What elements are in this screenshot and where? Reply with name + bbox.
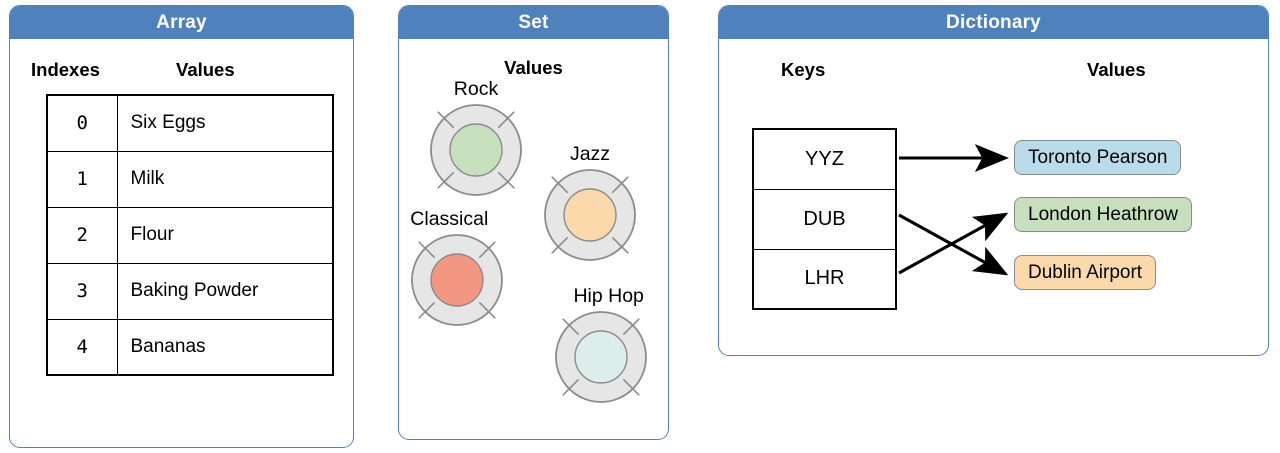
set-token-label: Jazz — [569, 143, 611, 165]
panel-dictionary-title: Dictionary — [719, 6, 1268, 39]
array-value-cell: Six Eggs — [116, 94, 334, 152]
dictionary-key-cell: YYZ — [752, 128, 897, 190]
panel-dictionary: Dictionary Keys Values YYZ DUB LHR — [718, 5, 1269, 356]
array-value-cell: Milk — [116, 150, 334, 208]
array-index-cell: 4 — [46, 318, 118, 376]
panel-array-title: Array — [10, 6, 353, 39]
table-row[interactable]: 0 Six Eggs — [46, 94, 334, 152]
disc-center — [449, 123, 503, 177]
array-table-body: 0 Six Eggs 1 Milk 2 Flour 3 Baking Powde… — [46, 94, 334, 376]
table-row[interactable]: 1 Milk — [46, 150, 334, 208]
table-row[interactable]: 2 Flour — [46, 206, 334, 264]
disc-center — [430, 253, 484, 307]
vinyl-disc-icon — [411, 234, 503, 326]
panel-set: Set Values Rock Jazz — [398, 5, 669, 440]
table-row[interactable]: LHR — [752, 248, 897, 310]
dictionary-value-badge[interactable]: Toronto Pearson — [1014, 140, 1182, 175]
array-value-cell: Baking Powder — [116, 262, 334, 320]
dictionary-key-cell: DUB — [752, 188, 897, 250]
array-value-cell: Bananas — [116, 318, 334, 376]
disc-center — [574, 330, 628, 384]
array-column-header-indexes: Indexes — [31, 59, 100, 80]
panel-array: Array Indexes Values 0 Six Eggs 1 Milk 2 — [9, 5, 354, 448]
array-index-cell: 2 — [46, 206, 118, 264]
set-token-label: Classical — [410, 208, 489, 230]
set-token-classical[interactable]: Classical — [409, 208, 505, 328]
array-index-cell: 0 — [46, 94, 118, 152]
dictionary-key-cell: LHR — [752, 248, 897, 310]
dictionary-value-label: Toronto Pearson — [1028, 146, 1168, 168]
vinyl-disc-icon — [555, 311, 647, 403]
set-token-jazz[interactable]: Jazz — [542, 143, 638, 263]
table-row[interactable]: 3 Baking Powder — [46, 262, 334, 320]
dictionary-keys-table: YYZ DUB LHR — [752, 128, 897, 310]
dictionary-column-header-keys: Keys — [781, 59, 826, 80]
set-column-header-values: Values — [504, 57, 563, 78]
vinyl-disc-icon — [544, 169, 636, 261]
table-row[interactable]: YYZ — [752, 128, 897, 190]
disc-center — [563, 188, 617, 242]
set-token-hip-hop[interactable]: Hip Hop — [553, 285, 649, 405]
dictionary-keys-body: YYZ DUB LHR — [752, 128, 897, 310]
panel-set-body: Values Rock Jazz — [399, 39, 668, 439]
dictionary-value-label: London Heathrow — [1028, 203, 1178, 225]
set-token-rock[interactable]: Rock — [428, 78, 524, 198]
array-table: 0 Six Eggs 1 Milk 2 Flour 3 Baking Powde… — [46, 94, 334, 376]
dictionary-column-header-values: Values — [1087, 59, 1146, 80]
mapping-arrow-dub — [898, 213, 1009, 276]
panel-set-title: Set — [399, 6, 668, 39]
dictionary-value-badge[interactable]: London Heathrow — [1014, 197, 1192, 232]
table-row[interactable]: DUB — [752, 188, 897, 250]
mapping-arrow-lhr — [898, 212, 1009, 275]
set-token-label: Hip Hop — [573, 285, 644, 307]
table-row[interactable]: 4 Bananas — [46, 318, 334, 376]
set-token-label: Rock — [453, 78, 499, 100]
dictionary-value-badge[interactable]: Dublin Airport — [1014, 255, 1157, 290]
panel-dictionary-body: Keys Values YYZ DUB LHR — [719, 39, 1268, 355]
vinyl-disc-icon — [430, 104, 522, 196]
array-column-header-values: Values — [176, 59, 235, 80]
panel-array-body: Indexes Values 0 Six Eggs 1 Milk 2 Flour — [10, 39, 353, 447]
array-index-cell: 1 — [46, 150, 118, 208]
array-index-cell: 3 — [46, 262, 118, 320]
dictionary-value-label: Dublin Airport — [1028, 261, 1143, 283]
array-value-cell: Flour — [116, 206, 334, 264]
